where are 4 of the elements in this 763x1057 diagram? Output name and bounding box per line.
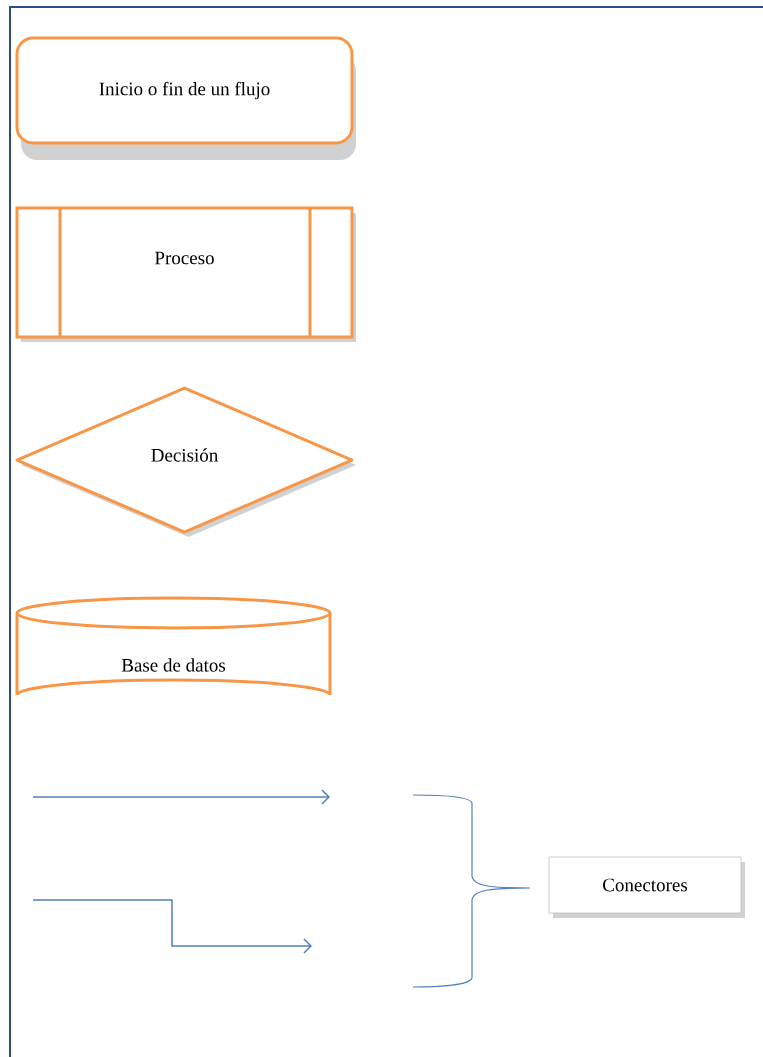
database-cylinder: Base de datos [15,596,332,697]
terminal-box: Inicio o fin de un flujo [15,36,356,160]
label-box: Conectores [548,856,745,918]
process-box: Proceso [15,206,356,342]
